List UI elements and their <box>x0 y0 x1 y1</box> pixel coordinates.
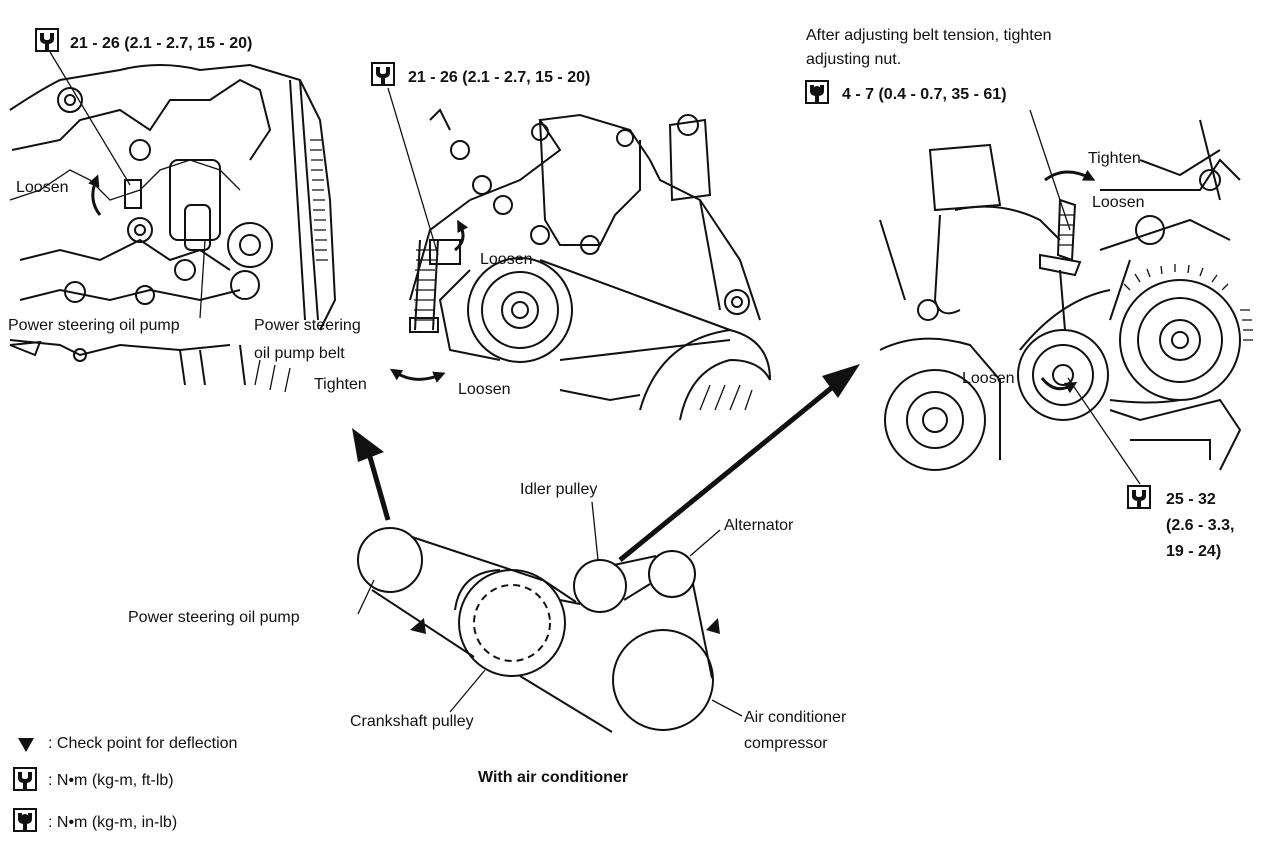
ps-pump-leader <box>357 579 375 615</box>
ac-label-2: compressor <box>744 735 828 752</box>
ac-label-1: Air conditioner <box>744 709 847 726</box>
left-loosen-arrow <box>88 174 102 216</box>
deflection-triangle-icon <box>410 618 426 634</box>
legend-torque-inlb: : N•m (kg-m, in-lb) <box>48 814 177 831</box>
right-torque-bolt-2: (2.6 - 3.3, <box>1166 517 1234 534</box>
middle-loosen-arrow-top <box>454 219 469 252</box>
pointer-arrowhead-pump <box>352 428 384 462</box>
idler-pulley <box>573 559 627 613</box>
middle-loosen-bottom-label: Loosen <box>458 381 511 398</box>
left-torque-icon-group <box>35 28 59 52</box>
belt-caption: With air conditioner <box>478 769 628 786</box>
right-tighten-label: Tighten <box>1088 150 1141 167</box>
pointer-arrow-to-pump-panel <box>365 449 391 521</box>
alternator-leader <box>689 529 721 557</box>
torque-wrench-icon <box>1127 485 1151 509</box>
left-leader-line <box>49 51 131 186</box>
ac-compressor-pulley <box>612 629 714 731</box>
pointer-arrow-to-alternator-panel <box>618 383 837 562</box>
torque-wrench-icon <box>371 62 395 86</box>
left-tighten-label: Tighten <box>314 376 367 393</box>
right-torque-nut-spec: 4 - 7 (0.4 - 0.7, 35 - 61) <box>842 86 1007 103</box>
middle-torque-spec: 21 - 26 (2.1 - 2.7, 15 - 20) <box>408 69 590 86</box>
right-panel-drawing <box>879 119 1253 471</box>
torque-wrench-icon <box>13 767 37 791</box>
left-panel-drawing <box>9 63 337 393</box>
main-belt <box>454 555 713 733</box>
idler-leader <box>591 501 599 561</box>
right-nut-leader <box>1029 109 1071 231</box>
right-note-line-2: adjusting nut. <box>806 51 901 68</box>
crankshaft-leader <box>449 669 486 713</box>
main-belt-segments <box>539 577 651 603</box>
belt-layout <box>357 527 720 733</box>
left-pump-leader <box>199 239 206 319</box>
idler-pulley-label: Idler pulley <box>520 481 597 498</box>
torque-wrench-inlb-icon <box>13 808 37 832</box>
left-belt-label-1: Power steering <box>254 317 361 334</box>
deflection-triangle-icon <box>18 738 34 752</box>
left-belt-label-2: oil pump belt <box>254 345 345 362</box>
deflection-triangle-icon <box>706 618 720 634</box>
crankshaft-label: Crankshaft pulley <box>350 713 474 730</box>
middle-leader-line <box>387 87 439 256</box>
alternator-label: Alternator <box>724 517 794 534</box>
middle-loosen-top-label: Loosen <box>480 251 533 268</box>
pointer-arrowhead-alternator <box>822 364 860 398</box>
right-torque-bolt-1: 25 - 32 <box>1166 491 1216 508</box>
torque-wrench-icon <box>35 28 59 52</box>
legend-check-point: : Check point for deflection <box>48 735 237 752</box>
alternator-pulley <box>648 550 696 598</box>
right-loosen-arrow <box>1040 377 1078 394</box>
left-loosen-label: Loosen <box>16 179 69 196</box>
right-note-line-1: After adjusting belt tension, tighten <box>806 27 1052 44</box>
right-tighten-arrow <box>1044 169 1096 182</box>
legend-torque-ftlb: : N•m (kg-m, ft-lb) <box>48 772 174 789</box>
ps-pump-pulley <box>357 527 423 593</box>
right-loosen-top-label: Loosen <box>1092 194 1145 211</box>
middle-tighten-loosen-arrow <box>389 368 446 383</box>
middle-panel-drawing <box>409 108 771 421</box>
ps-pump-label: Power steering oil pump <box>128 609 300 626</box>
crankshaft-inner-pulley <box>473 584 551 662</box>
right-bolt-leader <box>1067 377 1141 485</box>
ps-belt <box>371 536 543 658</box>
torque-wrench-inlb-icon <box>805 80 829 104</box>
right-loosen-bottom-label: Loosen <box>962 370 1015 387</box>
right-torque-bolt-3: 19 - 24) <box>1166 543 1221 560</box>
left-pump-label: Power steering oil pump <box>8 317 180 334</box>
left-torque-spec: 21 - 26 (2.1 - 2.7, 15 - 20) <box>70 35 252 52</box>
ac-leader <box>711 699 743 717</box>
